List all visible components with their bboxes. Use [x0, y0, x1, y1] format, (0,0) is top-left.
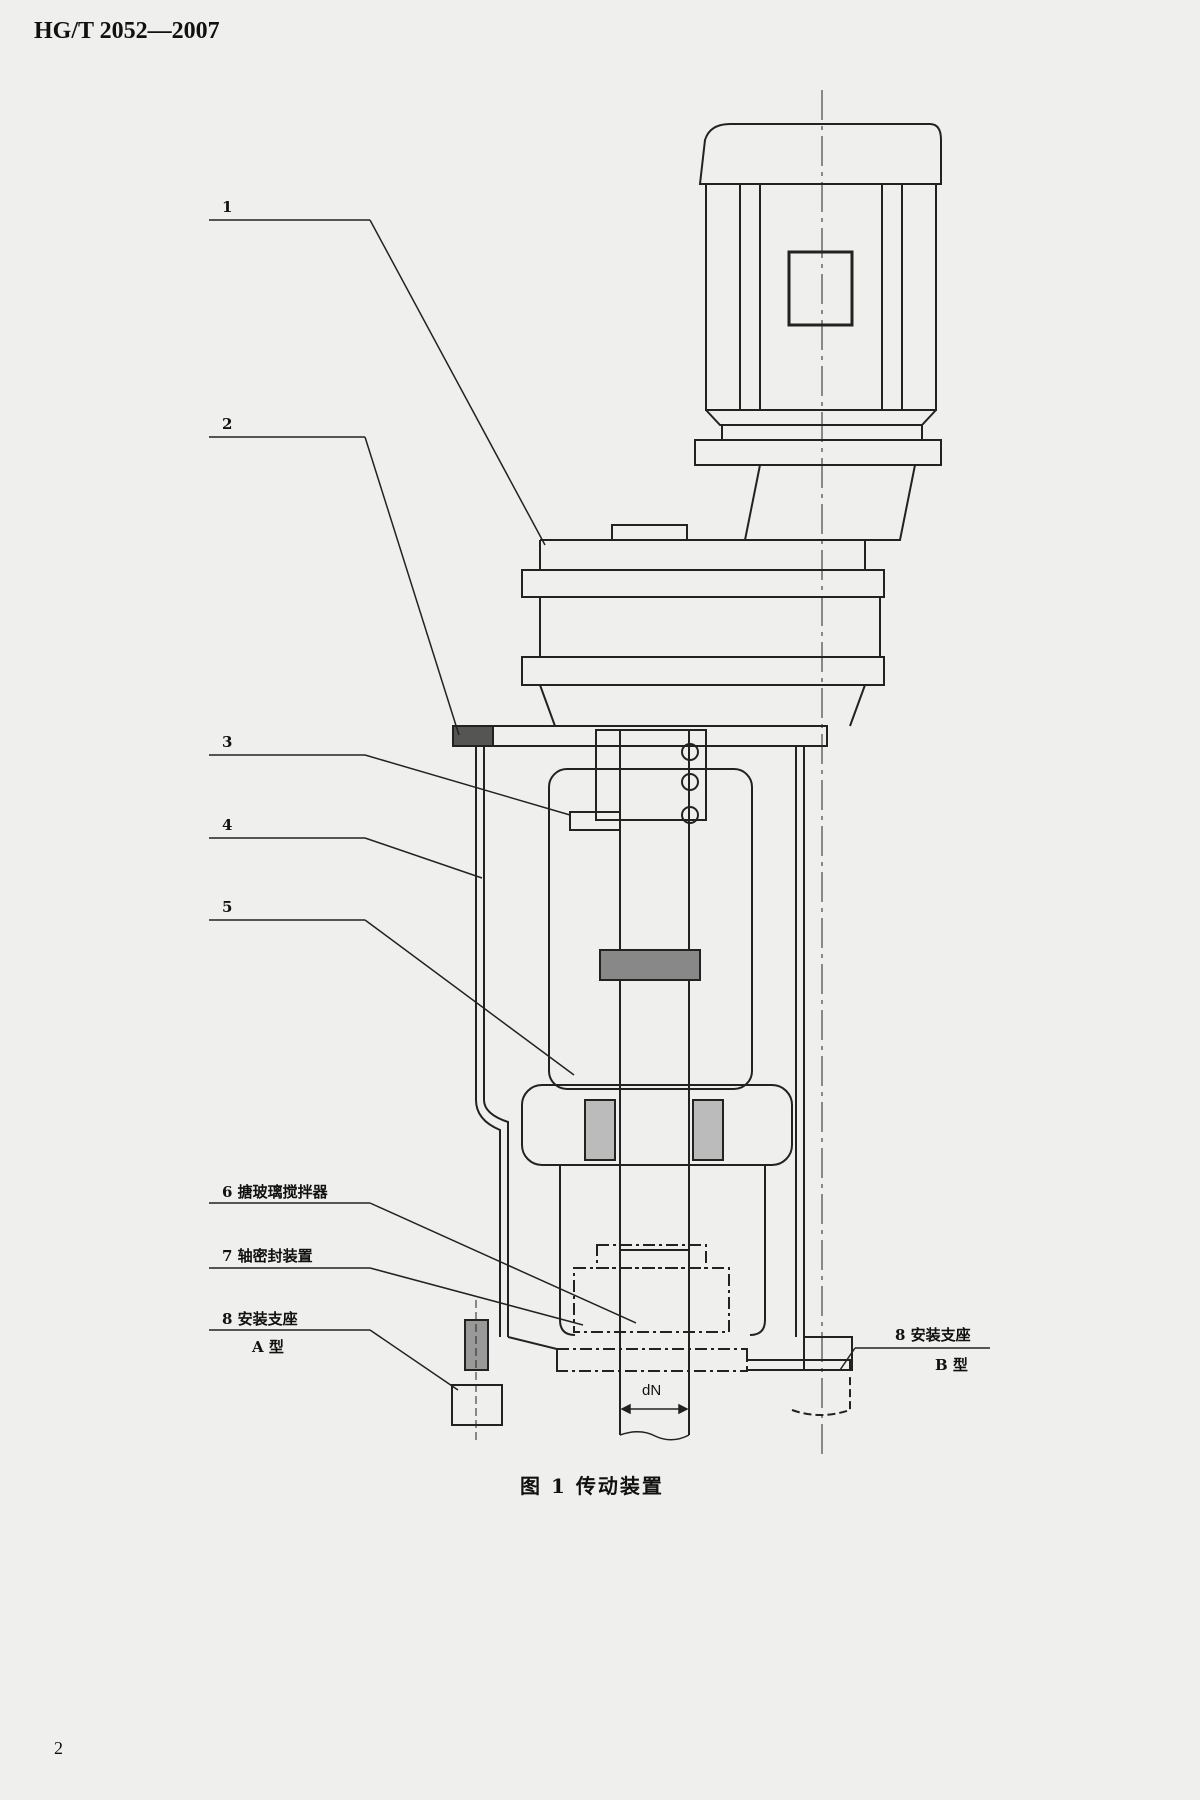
shaft-seal — [556, 1244, 748, 1372]
callout-8a: 8 安装支座 — [222, 1308, 298, 1329]
callout-8b-text: 安装支座 — [910, 1326, 971, 1344]
callout-1: 1 — [222, 198, 233, 216]
shaft — [569, 729, 724, 1441]
reducer — [521, 464, 916, 727]
page-number: 2 — [54, 1738, 63, 1758]
callout-8a-number: 8 — [222, 1310, 233, 1328]
callout-5: 5 — [222, 898, 233, 916]
callout-7: 7 轴密封装置 — [222, 1245, 313, 1266]
leader-lines — [209, 219, 990, 1391]
callout-6-text: 搪玻璃搅拌器 — [237, 1183, 328, 1201]
motor — [694, 123, 942, 466]
callout-3: 3 — [222, 733, 233, 751]
callout-2: 2 — [222, 415, 233, 433]
figure-caption: 图 1 传动装置 — [520, 1474, 664, 1498]
dn-dimension — [620, 1403, 689, 1415]
callout-8a-sub: A 型 — [252, 1338, 284, 1356]
callout-6-number: 6 — [222, 1183, 233, 1201]
callout-4: 4 — [222, 816, 233, 834]
callout-8a-text: 安装支座 — [237, 1310, 298, 1328]
callout-8b-sub: B 型 — [935, 1356, 968, 1374]
callout-8b-number: 8 — [895, 1326, 906, 1344]
callout-7-number: 7 — [222, 1247, 233, 1265]
frame — [452, 725, 828, 1337]
mount-foot-a — [451, 1300, 503, 1440]
dn-label: dN — [642, 1382, 662, 1399]
standard-code-header: HG/T 2052—2007 — [34, 18, 220, 44]
callout-8b: 8 安装支座 — [895, 1324, 971, 1345]
base-plate — [507, 1336, 851, 1371]
callout-7-text: 轴密封装置 — [237, 1247, 313, 1265]
callout-6: 6 搪玻璃搅拌器 — [222, 1181, 328, 1202]
